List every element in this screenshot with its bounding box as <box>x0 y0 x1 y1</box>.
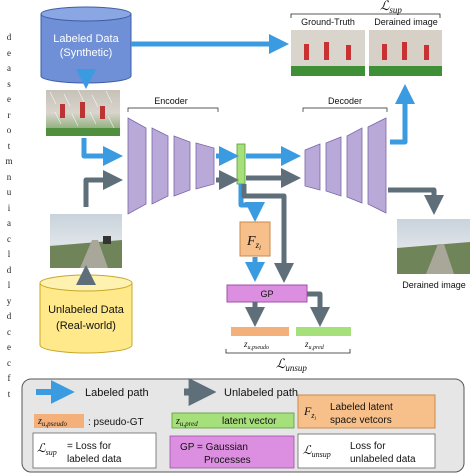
sup-loss-label: ℒsup <box>380 0 402 15</box>
legend-lunsup-text-2: unlabeled data <box>350 454 416 465</box>
legend-lunsup-box <box>297 433 436 469</box>
derained-caption-right: Derained image <box>402 280 466 290</box>
derained-image-top <box>369 30 442 76</box>
gp-box: GP <box>226 284 308 303</box>
svg-text:zu,pseudo: zu,pseudo <box>243 339 269 351</box>
margin-letter: e <box>7 94 11 104</box>
margin-letter: d <box>6 264 12 275</box>
margin-letter: d <box>6 311 12 321</box>
margin-letter: a <box>7 63 11 73</box>
margin-letter: n <box>6 171 12 182</box>
encoder-label: Encoder <box>154 96 188 106</box>
ground-truth-image <box>291 30 365 76</box>
decoder-blocks <box>304 117 387 214</box>
foggy-input-image <box>50 214 122 268</box>
legend-fz-text-2: space vetcors <box>330 415 392 426</box>
encoder-bracket <box>127 107 219 112</box>
legend-gp-text-1: GP = Gaussian <box>180 442 248 453</box>
unsup-bracket <box>225 349 351 354</box>
margin-letter: e <box>7 342 11 352</box>
labeled-data-database: Labeled Data (Synthetic) <box>40 6 132 84</box>
legend-panel: Labeled path Unlabeled path Fzl Labeled … <box>21 378 465 473</box>
labeled-data-subtitle: (Synthetic) <box>60 47 113 59</box>
derained-image-right <box>397 219 470 274</box>
margin-letter: r <box>7 109 11 120</box>
margin-letter: c <box>7 233 11 244</box>
legend-z-pred-text: latent vector <box>222 416 277 427</box>
z-pred-label: zu,pred <box>296 327 351 351</box>
legend-z-pseudo-box <box>34 414 84 428</box>
margin-letter: l <box>7 280 11 290</box>
legend-lsup-text-1: = Loss for <box>67 441 112 452</box>
labeled-data-title: Labeled Data <box>53 33 119 45</box>
svg-text:zu,pred: zu,pred <box>304 339 325 351</box>
svg-text:zu,pseudo: zu,pseudo <box>37 416 67 428</box>
legend-z-pred-box <box>171 412 295 429</box>
margin-letter: s <box>7 78 11 89</box>
ground-truth-caption: Ground-Truth <box>301 17 355 27</box>
margin-letter: c <box>7 357 11 368</box>
decoder-bracket <box>302 107 388 112</box>
margin-letter: a <box>7 218 11 228</box>
legend-gp-box <box>169 435 295 469</box>
unlabeled-data-title: Unlabeled Data <box>48 304 125 316</box>
svg-text:Fzl: Fzl <box>303 404 316 422</box>
legend-lsup-text-2: labeled data <box>67 454 122 465</box>
sup-bracket <box>290 13 441 18</box>
margin-letter: l <box>7 249 11 259</box>
legend-lsup-box <box>32 432 157 469</box>
margin-letter: u <box>6 187 12 197</box>
unlabeled-data-database: Unlabeled Data (Real-world) <box>39 274 133 354</box>
unsup-loss-label: ℒunsup <box>276 356 307 373</box>
svg-text:Fzl: Fzl <box>246 234 261 252</box>
legend-fz-box <box>297 394 436 429</box>
latent-vector-bar <box>236 143 246 185</box>
z-pseudo-label: zu,pseudo <box>231 327 289 351</box>
margin-letter: i <box>7 202 11 213</box>
margin-letter: m <box>5 156 13 166</box>
svg-text:ℒsup: ℒsup <box>37 441 57 457</box>
svg-text:ℒunsup: ℒunsup <box>303 443 331 459</box>
margin-letter: e <box>7 47 11 58</box>
margin-letter: y <box>6 295 12 306</box>
unlabeled-path-arrows <box>83 168 444 327</box>
margin-letter: c <box>7 326 11 337</box>
legend-gp-text-2: Processes <box>204 455 251 466</box>
derained-caption-top: Derained image <box>374 17 438 27</box>
legend-unlabeled-text: Unlabeled path <box>224 387 298 399</box>
fz-box: Fzl <box>239 221 271 257</box>
labeled-path-arrows <box>76 34 415 282</box>
legend-lunsup-text-1: Loss for <box>350 441 386 452</box>
legend-z-pseudo-text: : pseudo-GT <box>88 417 144 428</box>
legend-fz-text-1: Labeled latent <box>330 402 393 413</box>
margin-letter: f <box>7 373 11 383</box>
legend-labeled-text: Labeled path <box>85 387 149 399</box>
unlabeled-data-subtitle: (Real-world) <box>56 320 116 332</box>
svg-text:zu,pred: zu,pred <box>175 416 198 428</box>
margin-letter: o <box>6 125 12 135</box>
margin-letter: d <box>6 32 12 42</box>
margin-letter: t <box>7 140 11 151</box>
decoder-label: Decoder <box>328 96 362 106</box>
svg-text:GP: GP <box>260 289 273 299</box>
margin-letter: t <box>7 388 11 399</box>
rainy-input-image <box>46 89 120 136</box>
encoder-blocks <box>127 117 215 215</box>
